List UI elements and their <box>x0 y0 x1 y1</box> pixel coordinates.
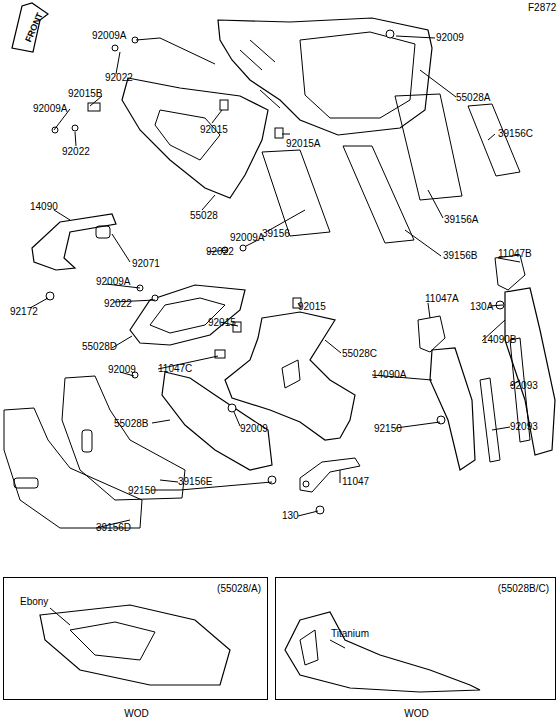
callout-number: 92022 <box>206 246 234 257</box>
variant-code: (55028B/C) <box>498 583 549 594</box>
callout-number: 39156A <box>444 214 478 225</box>
callout-number: 130 <box>282 510 299 521</box>
variant-note: WOD <box>124 708 148 719</box>
callout-number: 55028 <box>190 210 218 221</box>
variant-code: (55028/A) <box>217 583 261 594</box>
callout-number: 92150 <box>128 485 156 496</box>
callout-number: 92093 <box>510 421 538 432</box>
callout-number: 39156 <box>262 228 290 239</box>
callout-number: 92009 <box>240 423 268 434</box>
callout-number: 92015B <box>68 88 102 99</box>
callout-number: 92009A <box>230 232 264 243</box>
callout-number: 39156E <box>178 476 212 487</box>
callout-number: 14090 <box>30 201 58 212</box>
callout-number: 92009A <box>33 103 67 114</box>
callout-number: 130A <box>470 301 493 312</box>
callout-number: 55028D <box>82 341 117 352</box>
color-name: Titanium <box>331 628 369 639</box>
inset-box: (55028/A)EbonyWOD <box>3 577 268 700</box>
callout-number: 92071 <box>132 258 160 269</box>
callout-number: 14090A <box>372 369 406 380</box>
figure-code: F2872 <box>528 2 556 13</box>
variant-note: WOD <box>404 708 428 719</box>
callout-number: 11047B <box>498 248 532 259</box>
callout-number: 92009 <box>108 364 136 375</box>
callout-number: 92015 <box>298 301 326 312</box>
callout-number: 14090B <box>482 334 516 345</box>
callout-number: 39156C <box>498 128 533 139</box>
callout-number: 39156D <box>96 522 131 533</box>
callout-number: 55028A <box>456 92 490 103</box>
callout-number: 92009A <box>96 276 130 287</box>
callout-number: 11047A <box>425 293 459 304</box>
callout-number: 55028B <box>114 418 148 429</box>
callout-number: 39156B <box>443 250 477 261</box>
callout-number: 92022 <box>62 146 90 157</box>
callout-number: 92009A <box>92 30 126 41</box>
callout-number: 92172 <box>10 306 38 317</box>
callout-number: 92009 <box>436 32 464 43</box>
callout-number: 92015 <box>208 317 236 328</box>
callout-number: 92150 <box>374 423 402 434</box>
callout-number: 92022 <box>105 72 133 83</box>
inset-box: (55028B/C)TitaniumWOD <box>275 577 556 700</box>
color-name: Ebony <box>20 596 48 607</box>
callout-number: 92093 <box>510 380 538 391</box>
callout-number: 55028C <box>342 348 377 359</box>
callout-number: 11047 <box>342 476 369 487</box>
callout-number: 92015 <box>200 124 228 135</box>
callout-number: 92015A <box>286 138 320 149</box>
callout-number: 11047C <box>158 363 192 374</box>
callout-number: 92022 <box>104 298 132 309</box>
